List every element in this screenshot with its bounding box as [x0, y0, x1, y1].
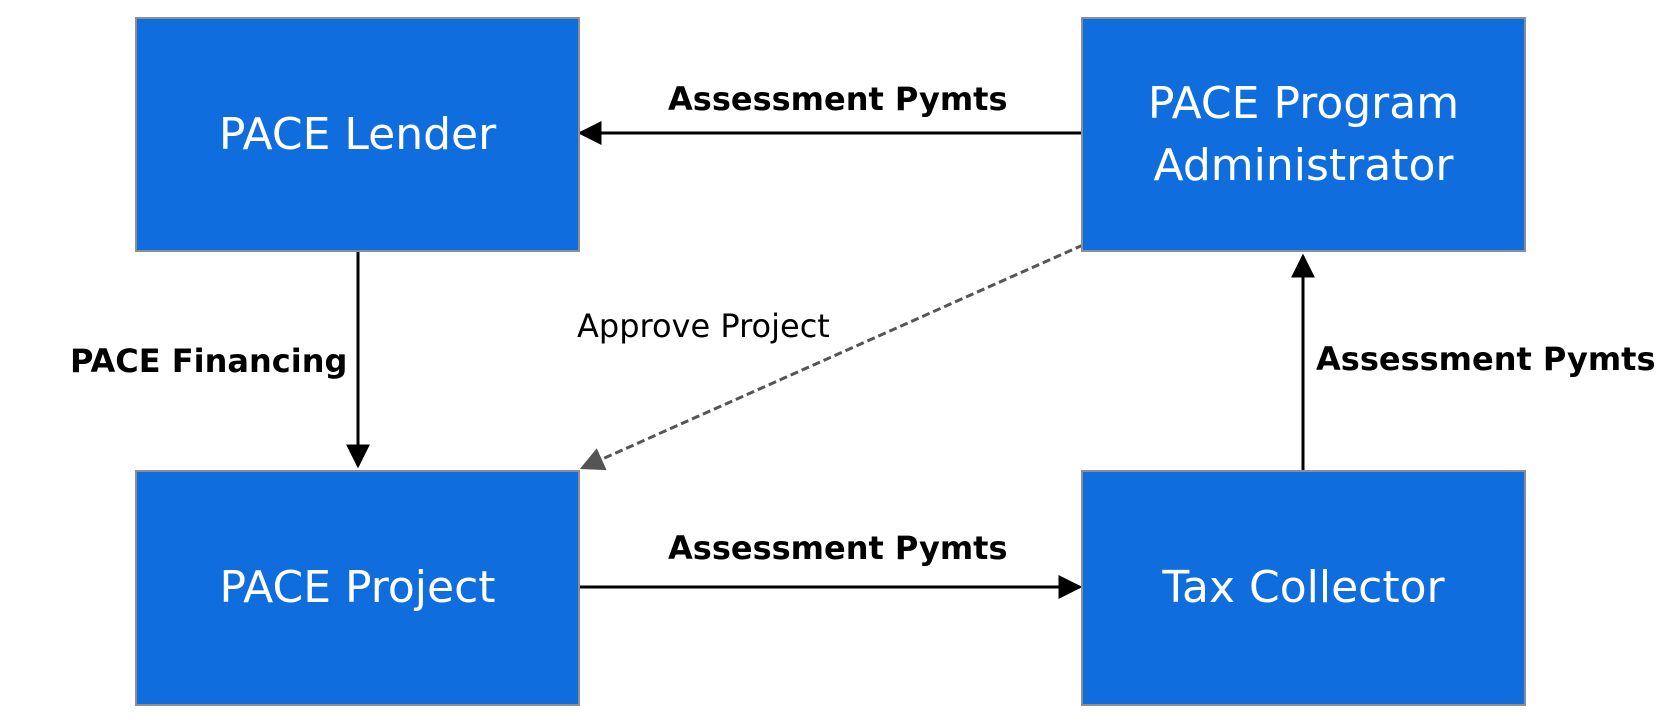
node-tax-collector-label: Tax Collector	[1162, 562, 1445, 614]
edge-label-admin-to-project: Approve Project	[577, 307, 830, 345]
edge-label-lender-to-project: PACE Financing	[70, 342, 348, 380]
node-pace-project: PACE Project	[135, 470, 580, 706]
node-pace-program-administrator-label: PACE Program Administrator	[1147, 77, 1460, 191]
node-pace-project-label: PACE Project	[219, 562, 496, 614]
node-pace-lender: PACE Lender	[135, 17, 580, 252]
edge-admin-to-project	[579, 243, 1084, 471]
edge-label-project-to-tax: Assessment Pymts	[668, 529, 1008, 567]
node-pace-program-administrator: PACE Program Administrator	[1081, 17, 1526, 252]
node-tax-collector: Tax Collector	[1081, 470, 1526, 706]
edge-label-admin-to-lender: Assessment Pymts	[668, 80, 1008, 118]
edge-label-tax-to-admin: Assessment Pymts	[1316, 340, 1656, 378]
node-pace-lender-label: PACE Lender	[218, 108, 497, 160]
